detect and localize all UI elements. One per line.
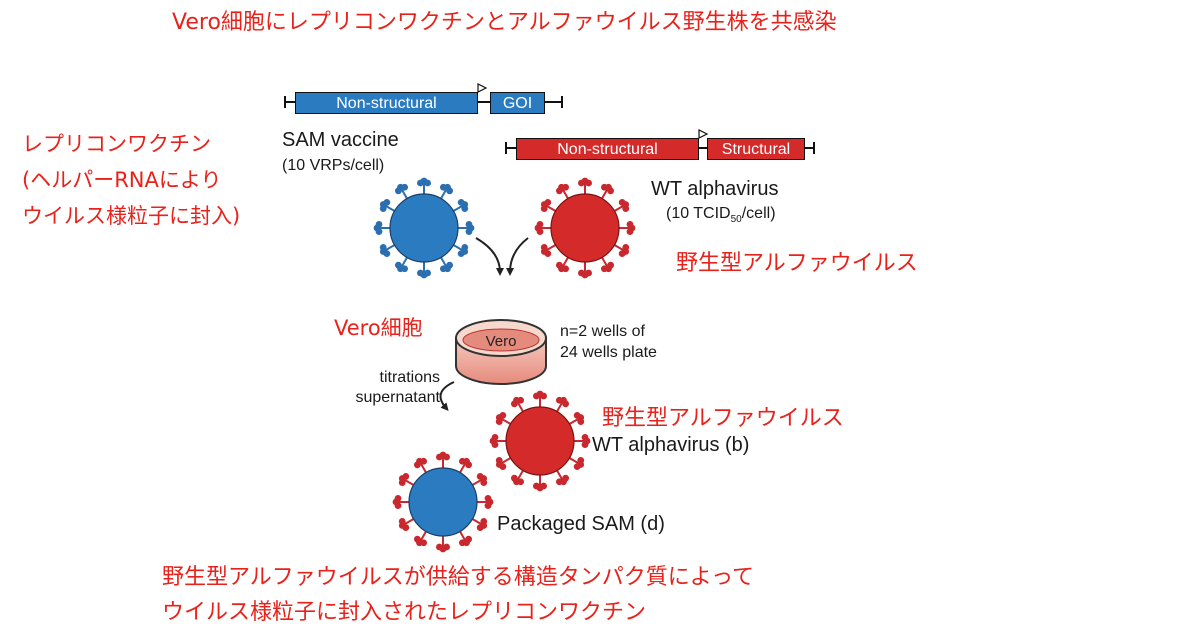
- result-wt-alphavirus-label: WT alphavirus (b): [592, 434, 750, 456]
- bottom-note-line-1: 野生型アルファウイルスが供給する構造タンパク質によって: [162, 565, 755, 590]
- well-count-label: n=2 wells of 24 wells plate: [560, 321, 657, 363]
- figure-title: Vero細胞にレプリコンワクチンとアルファウイルス野生株を共感染: [172, 10, 837, 35]
- sam-construct-line-right: [545, 101, 563, 103]
- wt-alphavirus-dose: (10 TCID50/cell): [666, 205, 776, 226]
- bottom-note-line-2: ウイルス様粒子に封入されたレプリコンワクチン: [162, 600, 647, 625]
- replicon-annotation-line-1: レプリコンワクチン: [22, 132, 211, 156]
- titration-arrow-icon: [439, 381, 455, 412]
- vero-dish-icon: [455, 319, 547, 385]
- wt-nonstructural-segment: Non-structural: [516, 138, 699, 160]
- sam-construct-line-mid: [478, 101, 492, 103]
- sam-nonstructural-segment: Non-structural: [295, 92, 478, 114]
- wt-structural-segment: Structural: [707, 138, 805, 160]
- wt-construct-line-mid: [699, 147, 709, 149]
- sam-promoter-flag-icon: [477, 83, 488, 93]
- packaged-sam-annotation: 野生型アルファウイルスが供給する構造タンパク質によって ウイルス様粒子に封入され…: [162, 560, 754, 630]
- titration-line-1: titrations: [379, 369, 440, 386]
- titration-label: titrations supernatant: [322, 368, 440, 408]
- sam-construct-end-cap: [561, 96, 563, 108]
- result-packaged-sam-label: Packaged SAM (d): [497, 513, 665, 535]
- wt-virus-annotation: 野生型アルファウイルス: [676, 251, 918, 276]
- wt-infection-arrow-icon: [506, 237, 529, 276]
- wells-line-1: n=2 wells of: [560, 323, 645, 340]
- wt-construct-end-cap: [813, 142, 815, 154]
- result-packaged-sam-virion-icon: [392, 451, 494, 553]
- titration-line-2: supernatant: [355, 389, 440, 406]
- sam-construct-line-left: [284, 101, 298, 103]
- wt-construct-line-right: [805, 147, 815, 149]
- sam-vrp-virion-icon: [373, 177, 475, 279]
- vero-cell-annotation: Vero細胞: [334, 316, 423, 340]
- wt-alphavirus-title: WT alphavirus: [651, 178, 779, 200]
- sam-vaccine-dose: (10 VRPs/cell): [282, 157, 385, 174]
- replicon-vaccine-annotation: レプリコンワクチン (ヘルパーRNAにより ウイルス様粒子に封入): [22, 126, 240, 234]
- wt-virus-result-annotation: 野生型アルファウイルス: [602, 406, 844, 431]
- sam-vaccine-title: SAM vaccine: [282, 129, 399, 151]
- wt-promoter-flag-icon: [698, 129, 709, 139]
- result-wt-virion-icon: [489, 390, 591, 492]
- wt-construct-line-left: [505, 147, 519, 149]
- sam-goi-segment: GOI: [490, 92, 545, 114]
- sam-infection-arrow-icon: [475, 237, 504, 276]
- wt-alphavirus-virion-icon: [534, 177, 636, 279]
- dish-label: Vero: [486, 333, 517, 350]
- replicon-annotation-line-3: ウイルス様粒子に封入): [22, 204, 241, 228]
- replicon-annotation-line-2: (ヘルパーRNAにより: [22, 168, 222, 192]
- wells-line-2: 24 wells plate: [560, 344, 657, 361]
